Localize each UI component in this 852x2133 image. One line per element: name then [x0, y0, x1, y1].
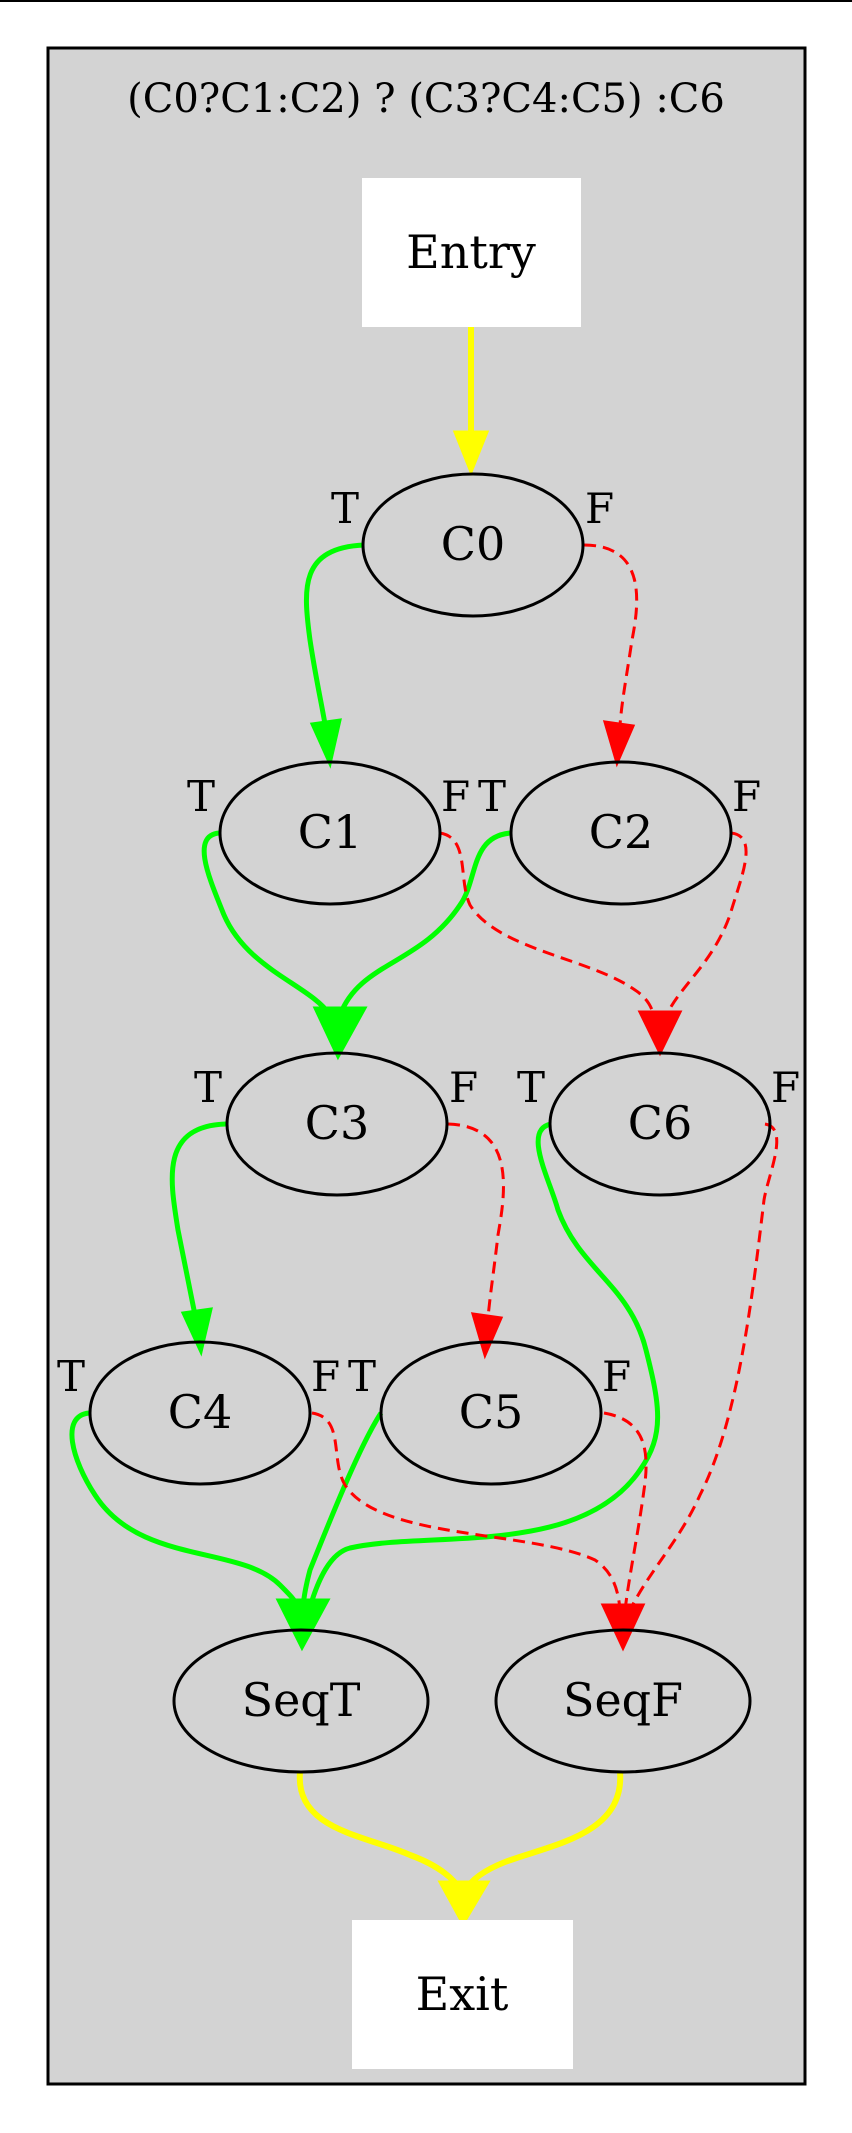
node-c2: C2 [509, 760, 733, 906]
edge-c3-c5-false [447, 1122, 505, 1360]
label-c2-true: T [478, 772, 506, 821]
edge-c4-seqf-false [311, 1411, 622, 1611]
edge-c1-c6-false [439, 831, 657, 1019]
arrowhead-exit [437, 1880, 491, 1928]
node-seqt-label: SeqT [242, 1673, 361, 1727]
edge-c2-c6-false [663, 831, 748, 1019]
label-c5-false: F [602, 1352, 631, 1401]
edge-c4-seqt-true [69, 1410, 301, 1609]
label-c2-false: F [732, 772, 761, 821]
node-c5: C5 [379, 1340, 603, 1486]
edge-entry-c0 [452, 327, 490, 477]
node-c1-label: C1 [298, 805, 362, 859]
node-seqf: SeqF [494, 1628, 752, 1774]
edge-c6-seqf-false [628, 1122, 779, 1611]
edge-c0-c2-false [583, 543, 639, 768]
node-c2-label: C2 [589, 805, 653, 859]
node-c4-label: C4 [168, 1385, 232, 1439]
node-seqf-label: SeqF [563, 1673, 683, 1727]
cluster-title: (C0?C1:C2) ? (C3?C4:C5) :C6 [127, 76, 725, 122]
node-c4: C4 [88, 1340, 312, 1486]
arrowhead-seqt [275, 1598, 331, 1652]
node-c6: C6 [548, 1051, 772, 1197]
edge-seqf-exit [463, 1771, 624, 1892]
node-c1: C1 [218, 760, 442, 906]
edge-c6-seqt-true [307, 1121, 661, 1608]
edge-c5-seqt-true [300, 1411, 384, 1608]
label-c6-false: F [771, 1063, 800, 1112]
cluster-box [46, 46, 807, 2086]
label-c3-true: T [194, 1063, 222, 1112]
node-c5-label: C5 [459, 1385, 523, 1439]
edge-c1-c3-true [201, 830, 333, 1017]
node-entry: Entry [362, 178, 581, 327]
node-c3: C3 [225, 1051, 449, 1197]
arrowhead-seqf [600, 1603, 646, 1652]
edge-c5-seqf-false [603, 1411, 648, 1611]
edge-c3-c4-true [169, 1121, 227, 1357]
label-c0-true: T [331, 484, 359, 533]
node-c6-label: C6 [628, 1096, 692, 1150]
edge-seqt-exit [296, 1771, 463, 1892]
arrowhead-c3 [312, 1006, 368, 1061]
label-c3-false: F [449, 1063, 478, 1112]
edge-c2-c3-true [337, 830, 512, 1016]
node-c3-label: C3 [305, 1096, 369, 1150]
edge-c0-c1-true [304, 542, 365, 769]
node-exit-label: Exit [416, 1967, 509, 2021]
label-c4-true: T [57, 1352, 85, 1401]
node-c0-label: C0 [441, 517, 505, 571]
label-c1-false: F [441, 772, 470, 821]
label-c0-false: F [585, 484, 614, 533]
label-c6-true: T [517, 1063, 545, 1112]
node-c0: C0 [361, 472, 585, 618]
arrowhead-c6 [637, 1010, 683, 1057]
top-border-line [0, 0, 852, 2]
label-c1-true: T [187, 772, 215, 821]
label-c5-true: T [348, 1352, 376, 1401]
node-seqt: SeqT [172, 1628, 430, 1774]
label-c4-false: F [311, 1352, 340, 1401]
node-entry-label: Entry [406, 225, 536, 279]
node-exit: Exit [352, 1920, 573, 2069]
